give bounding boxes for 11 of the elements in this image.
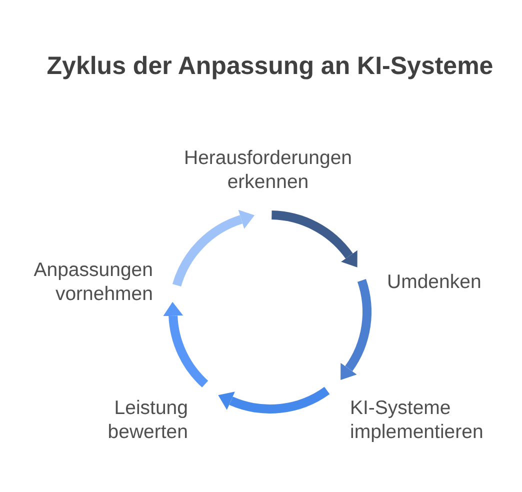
step-label: Leistung bewerten: [108, 396, 188, 444]
title: Zyklus der Anpassung an KI-Systeme: [46, 51, 494, 81]
step-label: Herausforderungen erkennen: [184, 146, 352, 194]
step-label: KI-Systeme implementieren: [350, 396, 484, 444]
curved-arrow: [340, 279, 372, 380]
curved-arrow: [172, 210, 254, 287]
step-label: Umdenken: [387, 270, 482, 294]
curved-arrow: [163, 302, 208, 388]
curved-arrow: [271, 210, 358, 267]
curved-arrow: [218, 386, 330, 414]
step-label: Anpassungen vornehmen: [34, 258, 153, 306]
